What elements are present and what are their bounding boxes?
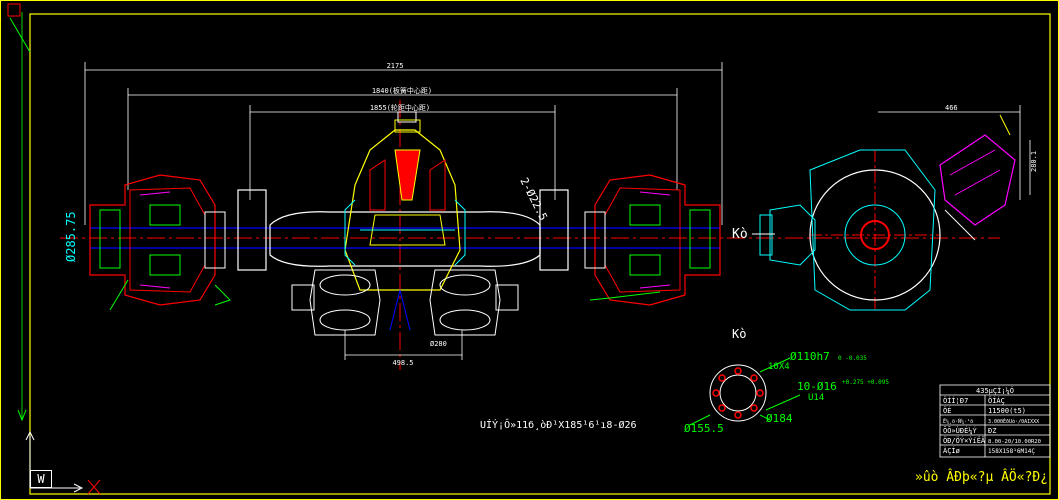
callout-pilot-tol: 0 -0.035 <box>838 355 867 362</box>
centerline <box>60 100 1000 370</box>
left-wheel-hub <box>89 174 231 311</box>
callout-outer: Ø184 <box>766 412 793 425</box>
title-row-4-key: ÖÐ/ÖÝ×ÝíËÂ <box>943 436 986 445</box>
callout-u14: U14 <box>808 393 824 403</box>
view-arrow-label: Kò <box>732 227 748 242</box>
title-row-5-key: ÀÇÍø <box>943 446 961 455</box>
title-header: 435µÇÌ¡¼Ó <box>976 386 1014 395</box>
dim-overall-width: 2175 <box>387 62 404 70</box>
callout-depth: 10X4 <box>768 362 790 372</box>
flange-callouts: Ø110h7 0 -0.035 10X4 10-Ø16 +0.275 +0.09… <box>684 350 889 435</box>
dimension-texts: 2175 1840(板簧中心距) 1855(轮距中心距) 498.5 Ø280 … <box>370 62 1038 367</box>
title-row-3-key: ÕÕ»ÙÐÉ¼Ý <box>943 426 978 435</box>
title-row-0-key: ÖÍÍ¦Ð7 <box>943 396 968 405</box>
title-row-4-val: 8.00-20/10.00R20 <box>988 439 1041 445</box>
dim-bottom-b: Ø280 <box>430 340 447 348</box>
callout-holes: 10-Ø16 <box>797 380 837 393</box>
title-row-2-key: Ë¼¸ö·Ñ¼·¹ö <box>943 418 973 425</box>
right-wheel-hub <box>584 174 721 306</box>
callout-holes-tol: +0.275 +0.095 <box>842 379 889 386</box>
dim-track: 1855(轮距中心距) <box>370 103 430 112</box>
title-row-1-key: ÖÉ <box>943 406 951 415</box>
dim-flange-depth: 466 <box>945 104 958 112</box>
title-block-text: 435µÇÌ¡¼Ó ÖÍÍ¦Ð7 ÖÍÁÇ ÖÉ 11500(t5) Ë¼¸ö·… <box>943 386 1041 455</box>
dim-spring-center: 1840(板簧中心距) <box>372 86 432 95</box>
title-footer: »ûò ÂÐþ«?µ ÂÖ«?Ð¿ <box>915 468 1048 485</box>
ucs-world-label: W <box>30 470 52 488</box>
flange-detail <box>689 357 801 426</box>
title-row-3-val: ÐZ <box>988 427 996 435</box>
axle-shaft <box>90 189 720 271</box>
title-row-5-val: 158X158¹6M14Ç <box>988 448 1035 455</box>
ucs-icon <box>25 430 101 495</box>
dim-side-height: 280.1 <box>1030 151 1038 172</box>
differential-housing <box>344 111 466 331</box>
dim-height-left: Ø285.75 <box>64 211 78 262</box>
drawing-note: UÍÝ¡Ô»11б¸òÐ¹X185¹6¹ı8-Ø26 <box>480 418 637 431</box>
title-row-1-val: 11500(t5) <box>988 407 1026 415</box>
brake-cylinders <box>291 269 519 336</box>
title-row-2-val: 3.000ÈðUò·/0AIXXX <box>988 417 1039 425</box>
dim-bottom-a: 498.5 <box>392 359 413 367</box>
title-block <box>939 384 1051 458</box>
callout-pilot: Ø110h7 <box>790 350 830 363</box>
title-row-0-val: ÖÍÁÇ <box>988 396 1005 405</box>
side-view <box>759 114 1016 311</box>
callout-pcd: Ø155.5 <box>684 422 724 435</box>
dimension-lines <box>84 62 1031 360</box>
section-label: Kò <box>732 327 746 341</box>
